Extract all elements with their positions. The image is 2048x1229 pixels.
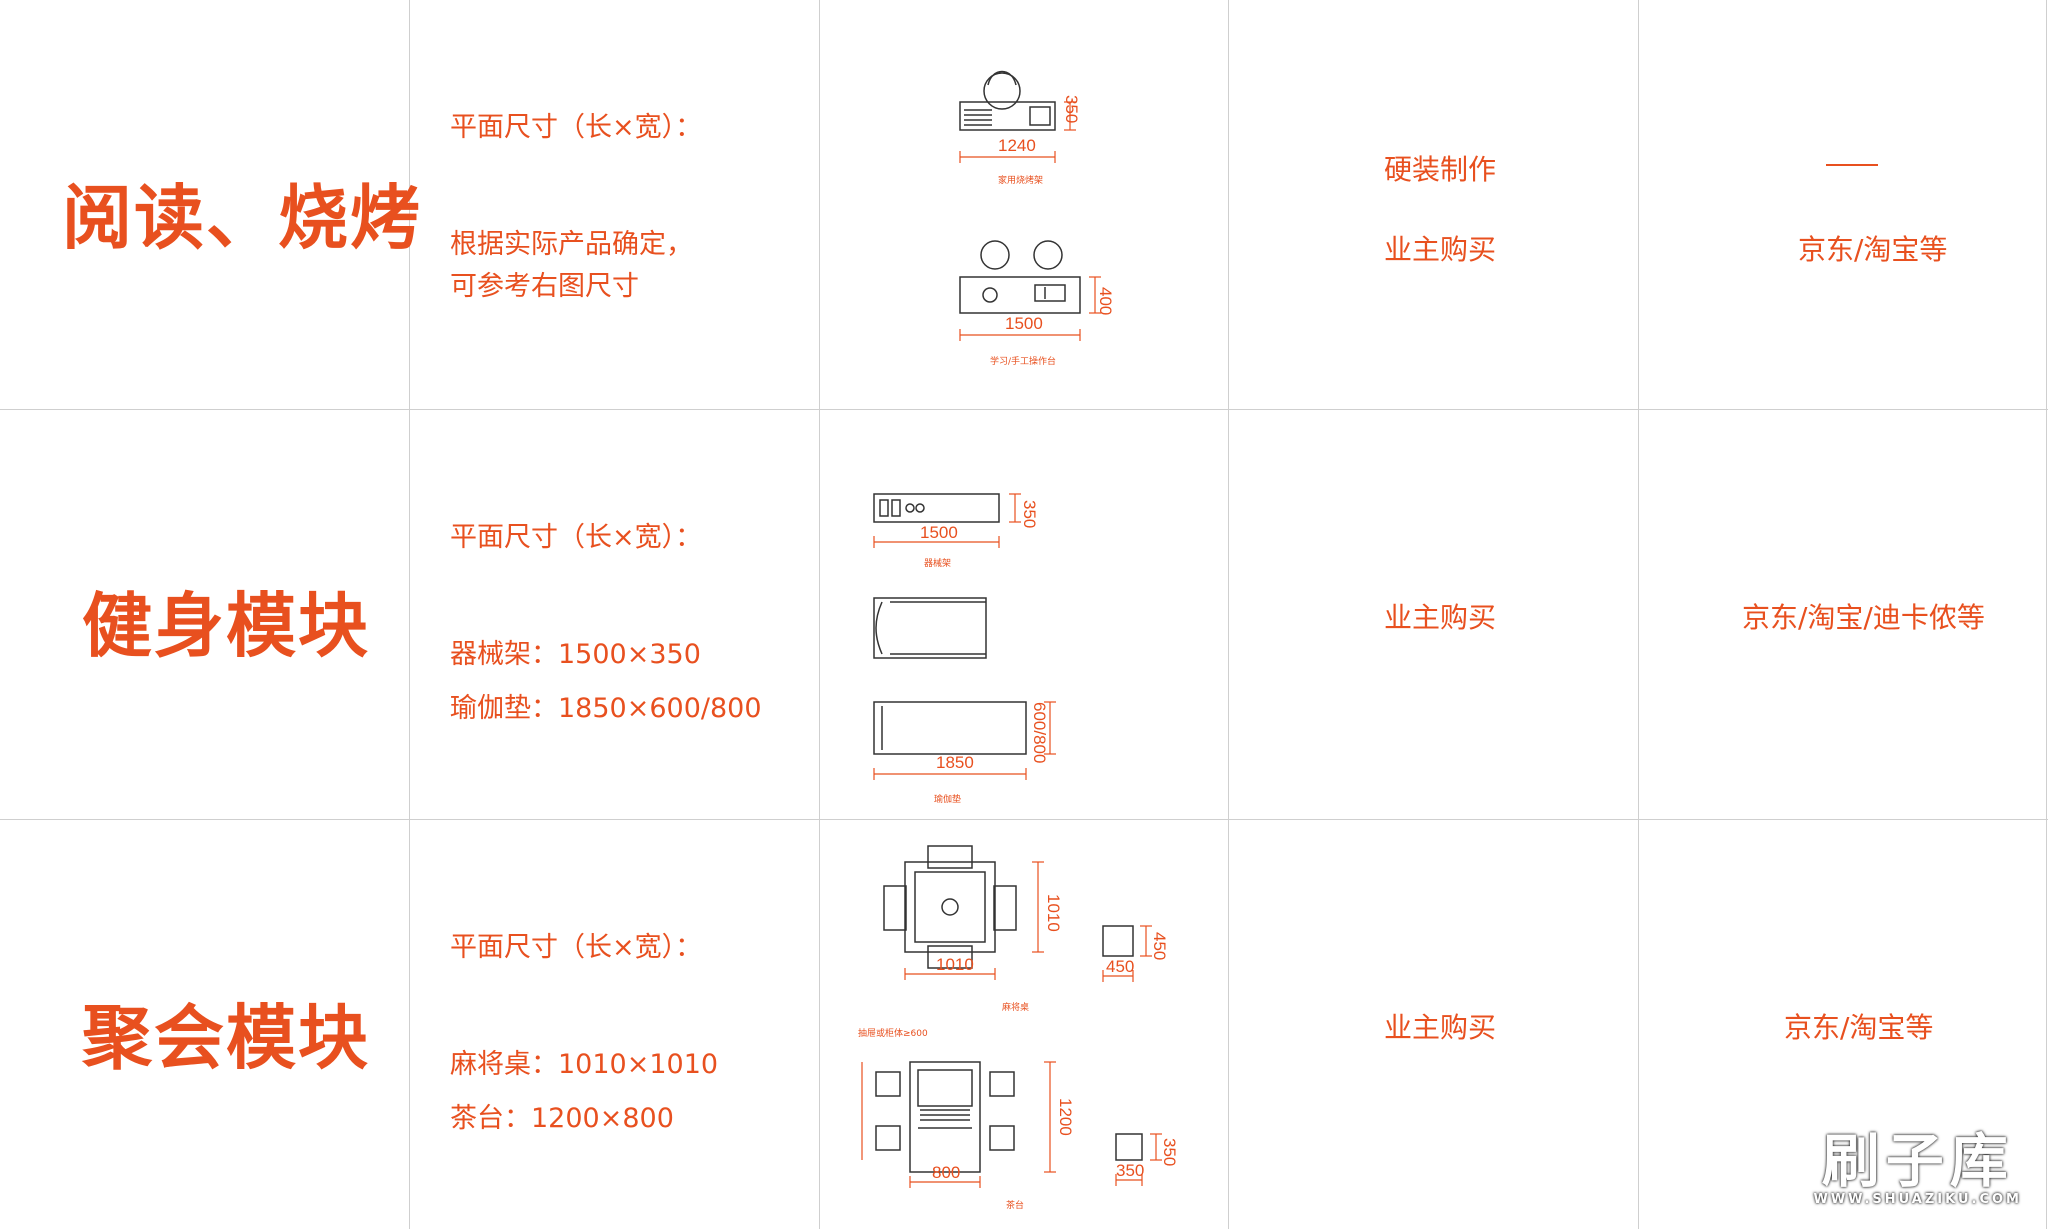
bbq-grill-outline	[959, 101, 1056, 131]
module-name-party: 聚会模块	[82, 997, 370, 1079]
module-name-fitness: 健身模块	[82, 585, 370, 667]
spec-title: 平面尺寸（长×宽）：	[450, 932, 703, 963]
spec-line: 瑜伽垫：1850×600/800	[450, 693, 762, 724]
column-divider	[409, 0, 410, 1229]
method-line: 业主购买	[1384, 601, 1497, 634]
party-plan-drawing: 1010 1010 麻将桌 450 450 抽屉或柜体≥600 800 1200…	[858, 845, 1179, 1211]
spec-line: 器械架：1500×350	[450, 639, 701, 670]
spec-line: 茶台：1200×800	[450, 1103, 674, 1134]
mat-depth-label: 600/800	[1030, 702, 1049, 763]
tea-caption: 茶台	[1006, 1199, 1024, 1211]
stool2-depth-label: 350	[1160, 1138, 1179, 1166]
tea-width-label: 800	[932, 1163, 960, 1182]
source-label: 京东/淘宝等	[1798, 233, 1948, 266]
rack-depth-label: 350	[1020, 500, 1039, 528]
bbq-caption: 家用烧烤架	[998, 174, 1043, 186]
stool-depth-label: 450	[1150, 932, 1169, 960]
spec-title: 平面尺寸（长×宽）：	[450, 112, 703, 143]
watermark: 刷子库 WWW.SHUAZIKU.COM	[1814, 1130, 2023, 1207]
spec-line: 可参考右图尺寸	[450, 271, 639, 302]
work-desk-outline	[959, 276, 1081, 314]
stool2-width-label: 350	[1116, 1161, 1144, 1180]
fitness-plan-drawing: 1500 350 器械架 1850 600/800 瑜伽垫	[873, 493, 1056, 805]
spec-title: 平面尺寸（长×宽）：	[450, 522, 703, 553]
person-outline	[983, 72, 1021, 110]
reading-bbq-plan-drawing: 1240 350 家用烧烤架 1500 400 学习/手工操作台	[959, 70, 1115, 367]
column-divider	[1228, 0, 1229, 1229]
treadmill-outline	[873, 597, 987, 659]
desk-caption: 学习/手工操作台	[990, 355, 1056, 367]
mat-caption: 瑜伽垫	[934, 793, 961, 805]
row-divider	[0, 409, 2048, 410]
rack-width-label: 1500	[920, 523, 958, 542]
mj-caption: 麻将桌	[1002, 1001, 1029, 1013]
method-line: 硬装制作	[1384, 153, 1497, 186]
row-divider	[0, 819, 2048, 820]
tea-note: 抽屉或柜体≥600	[858, 1027, 928, 1039]
desk-width-label: 1500	[1005, 314, 1043, 333]
equipment-rack-outline	[873, 493, 1000, 523]
bbq-depth-label: 350	[1062, 95, 1081, 123]
watermark-url: WWW.SHUAZIKU.COM	[1813, 1192, 2022, 1207]
tea-table-outline	[909, 1061, 981, 1173]
mat-width-label: 1850	[936, 753, 974, 772]
method-line: 业主购买	[1384, 1011, 1497, 1044]
module-name-reading-bbq: 阅读、烧烤	[62, 177, 422, 259]
source-label: 京东/淘宝/迪卡侬等	[1742, 601, 1985, 634]
stool-outline	[1102, 925, 1134, 957]
tea-depth-label: 1200	[1056, 1098, 1075, 1136]
stool-width-label: 450	[1106, 957, 1134, 976]
column-divider	[2046, 0, 2047, 1229]
watermark-brand: 刷子库	[1821, 1127, 2014, 1195]
mahjong-table-outline	[904, 861, 996, 953]
stool-outline	[1115, 1133, 1143, 1161]
stool-circle	[980, 240, 1010, 270]
source-dash	[1826, 164, 1878, 166]
spec-line: 根据实际产品确定，	[450, 229, 693, 260]
column-divider	[1638, 0, 1639, 1229]
spec-line: 麻将桌：1010×1010	[450, 1049, 719, 1080]
stool-circle	[1033, 240, 1063, 270]
method-line: 业主购买	[1384, 233, 1497, 266]
mj-depth-label: 1010	[1044, 894, 1063, 932]
mj-width-label: 1010	[936, 955, 974, 974]
source-label: 京东/淘宝等	[1784, 1011, 1934, 1044]
yoga-mat-outline	[873, 701, 1027, 755]
rack-caption: 器械架	[924, 557, 951, 569]
bbq-width-label: 1240	[998, 136, 1036, 155]
desk-depth-label: 400	[1096, 287, 1115, 315]
column-divider	[819, 0, 820, 1229]
